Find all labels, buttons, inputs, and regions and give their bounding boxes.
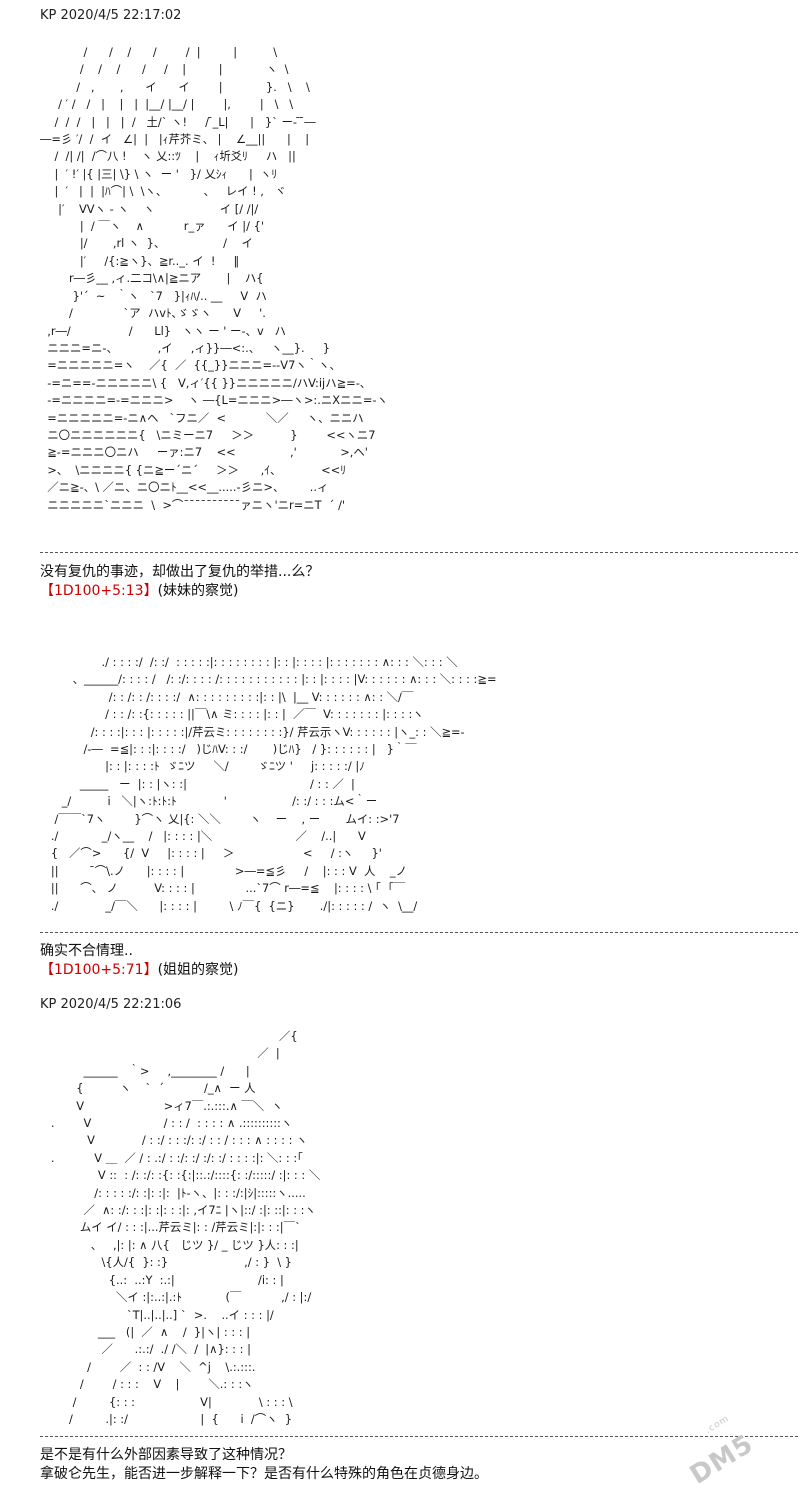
post-1-dice-line: 【1D100+5:13】(妹妹的察觉)	[40, 582, 239, 600]
post-2-caption: 确实不合情理..	[40, 943, 133, 959]
post-2-dice-note: (姐姐的察觉)	[157, 962, 239, 978]
post-1-dice-roll: 【1D100+5:13】	[40, 583, 158, 599]
post-2-dice-line: 【1D100+5:71】(姐姐的察觉)	[40, 961, 239, 979]
post-3-caption: 是不是有什么外部因素导致了这种情况？	[40, 1447, 292, 1463]
post-2-ascii-art: ./ : : : :/ /: :/ : : : : :|: : : : : : …	[50, 655, 497, 913]
post-1-dice-note: (妹妹的察觉)	[157, 583, 239, 599]
post-2-dice-roll: 【1D100+5:71】	[40, 962, 158, 978]
post-1-timestamp: KP 2020/4/5 22:17:02	[40, 8, 182, 23]
post-3-ascii-art: ／{ ／ | ______ ｀> ,________ / | { ヽ ` ´ /…	[50, 1029, 321, 1426]
post-2-divider	[40, 932, 798, 933]
watermark-main-text: DM5	[684, 1428, 759, 1491]
post-1-divider	[40, 552, 798, 553]
post-3-caption-2: 拿破仑先生，能否进一步解释一下？是否有什么特殊的角色在贞德身边。	[40, 1466, 488, 1482]
post-1-caption: 没有复仇的事迹，却做出了复仇的举措...么？	[40, 564, 320, 580]
post-1-ascii-art: / / / / / | | \ / / / / / | | ヽ \ / , , …	[40, 45, 388, 512]
post-3-divider	[40, 1436, 798, 1437]
post-3-timestamp: KP 2020/4/5 22:21:06	[40, 997, 182, 1012]
